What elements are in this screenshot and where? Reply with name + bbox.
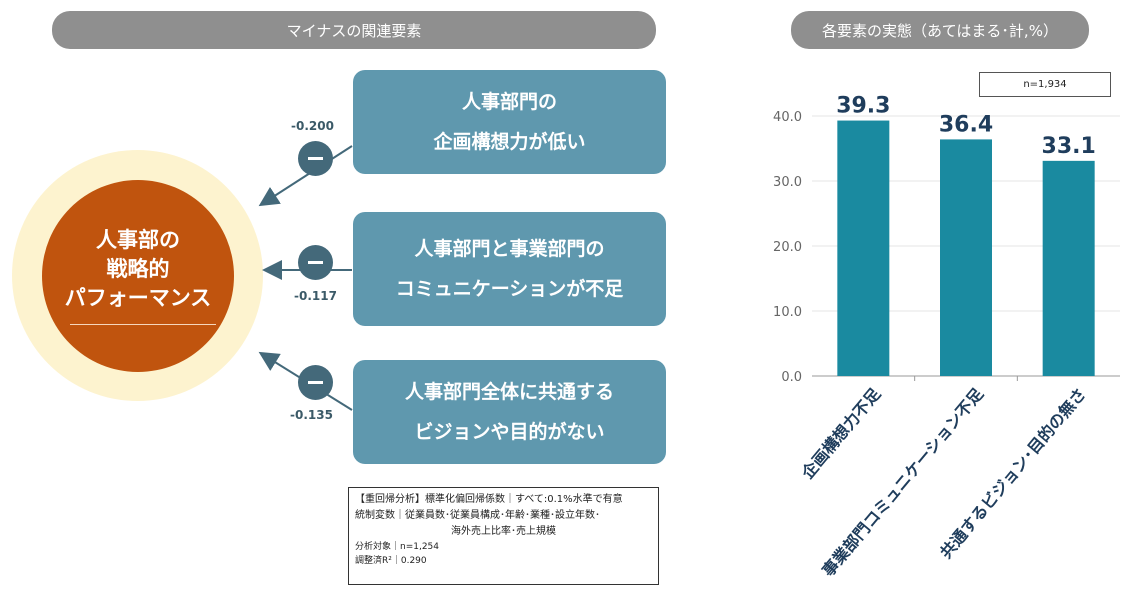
performance-line-1: 人事部の — [96, 228, 180, 252]
minus-icon — [298, 245, 333, 280]
bar-chart: 0.0 10.0 20.0 30.0 40.0 39.3 企画構想力不足 36.4 事業部門コミ… — [773, 94, 1120, 581]
performance-circle — [42, 180, 234, 372]
category-label: 企画構想力不足 — [797, 384, 885, 484]
note-line-5: 調整済R²｜0.290 — [355, 556, 427, 566]
factor-1-line-2: 企画構想力が低い — [433, 131, 586, 153]
arrow-1 — [258, 145, 353, 207]
performance-line-3: パフォーマンス — [64, 286, 212, 310]
factor-3-line-1: 人事部門全体に共通する — [404, 381, 614, 403]
factor-3-line-2: ビジョンや目的がない — [414, 421, 605, 443]
relation-header: マイナスの関連要素 — [52, 11, 656, 49]
bar — [837, 120, 890, 376]
y-tick-label: 30.0 — [773, 175, 802, 190]
status-header: 各要素の実態（あてはまる･計,%） — [791, 11, 1089, 49]
coefficient-1: -0.200 — [291, 119, 334, 133]
minus-icon — [298, 141, 333, 176]
analysis-note: 【重回帰分析】標準化偏回帰係数｜すべて:0.1%水準で有意 統制変数｜従業員数･… — [348, 487, 659, 585]
factor-1-line-1: 人事部門の — [461, 91, 557, 113]
data-label: 33.1 — [1042, 134, 1096, 159]
note-line-2: 統制変数｜従業員数･従業員構成･年齢･業種･設立年数･ — [355, 510, 600, 521]
note-line-4: 分析対象｜n=1,254 — [355, 542, 440, 552]
note-line-3: 海外売上比率･売上規模 — [451, 526, 556, 537]
factor-communication: 人事部門と事業部門の コミュニケーションが不足 — [353, 212, 666, 326]
data-label: 39.3 — [836, 94, 890, 119]
y-tick-label: 40.0 — [773, 110, 802, 125]
factor-planning: 人事部門の 企画構想力が低い — [353, 70, 666, 174]
data-label: 36.4 — [939, 112, 993, 137]
performance-label: 人事部の 戦略的 パフォーマンス — [42, 226, 234, 313]
factor-vision: 人事部門全体に共通する ビジョンや目的がない — [353, 360, 666, 464]
factor-2-line-1: 人事部門と事業部門の — [414, 238, 605, 260]
bar — [1042, 160, 1095, 376]
performance-underline — [70, 324, 216, 325]
note-line-1: 【重回帰分析】標準化偏回帰係数｜すべて:0.1%水準で有意 — [355, 494, 623, 505]
factor-2-line-2: コミュニケーションが不足 — [395, 278, 624, 300]
category-label: 事業部門コミュニケーション不足 — [818, 384, 987, 581]
coefficient-2: -0.117 — [294, 289, 337, 303]
sample-size-box: n=1,934 — [979, 72, 1111, 97]
y-tick-label: 20.0 — [773, 240, 802, 255]
coefficient-3: -0.135 — [290, 408, 333, 422]
bar — [940, 139, 992, 376]
performance-line-2: 戦略的 — [106, 257, 170, 281]
y-tick-label: 0.0 — [781, 370, 802, 385]
minus-icon — [298, 365, 333, 400]
y-tick-label: 10.0 — [773, 305, 802, 320]
